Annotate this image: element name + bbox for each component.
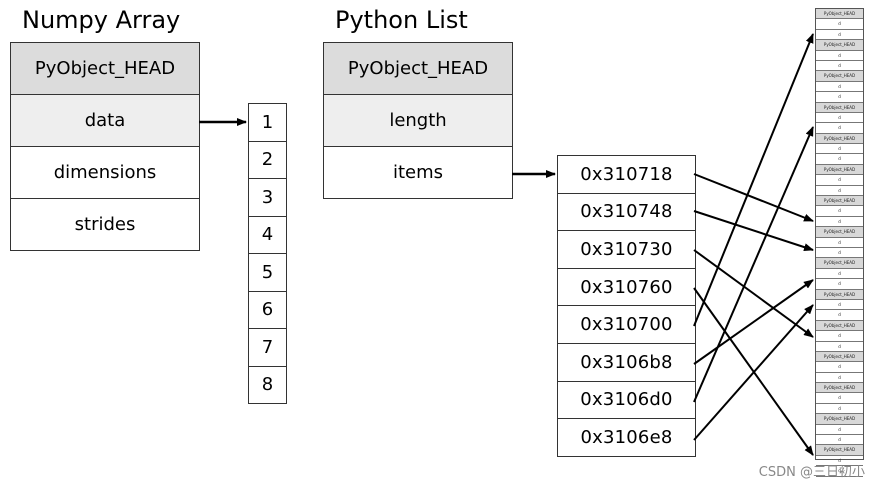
object-value-cell: d — [816, 342, 863, 352]
object-value-cell: d — [816, 466, 863, 477]
object-value-cell: d — [816, 30, 863, 41]
buffer-cell: 3 — [249, 178, 286, 216]
object-value-cell: d — [816, 175, 863, 186]
object-value-cell: d — [816, 300, 863, 311]
data-buffer: 1 2 3 4 5 6 7 8 — [248, 103, 287, 404]
pointer-cell: 0x310760 — [558, 267, 695, 306]
object-value-cell: d — [816, 206, 863, 217]
buffer-cell: 1 — [261, 111, 274, 133]
object-value-cell: d — [816, 373, 863, 384]
object-head-cell: PyObject_HEAD — [816, 133, 863, 145]
pointer-cell: 0x3106b8 — [558, 342, 695, 381]
object-head-cell: PyObject_HEAD — [816, 71, 863, 82]
object-pointer-arrow — [693, 279, 814, 365]
object-value-cell: d — [816, 248, 863, 259]
numpy-pyobject-head: PyObject_HEAD — [11, 43, 199, 94]
object-value-cell: d — [816, 279, 863, 290]
object-value-cell: d — [816, 331, 863, 342]
object-pointer-arrow — [693, 126, 814, 403]
object-value-cell: d — [816, 186, 863, 197]
object-head-cell: PyObject_HEAD — [816, 196, 863, 207]
object-head-cell: PyObject_HEAD — [816, 227, 863, 238]
pointer-cell: 0x3106d0 — [558, 380, 695, 419]
numpy-array-struct: PyObject_HEAD data dimensions strides — [10, 42, 200, 251]
numpy-array-title: Numpy Array — [22, 6, 181, 34]
object-head-cell: PyObject_HEAD — [816, 320, 863, 332]
object-value-cell: d — [816, 19, 863, 30]
object-head-cell: PyObject_HEAD — [816, 351, 863, 363]
object-value-cell: d — [816, 435, 863, 446]
object-value-cell: d — [816, 425, 863, 436]
pointer-cell: 0x310718 — [580, 163, 673, 185]
object-head-cell: PyObject_HEAD — [816, 40, 863, 51]
watermark: CSDN @三日初小 — [758, 465, 865, 480]
object-value-cell: d — [816, 217, 863, 228]
object-head-cell: PyObject_HEAD — [816, 258, 863, 269]
pointer-cell: 0x3106e8 — [558, 418, 695, 456]
list-items-field: items — [324, 146, 512, 198]
numpy-data-field: data — [11, 94, 199, 146]
object-value-cell: d — [816, 144, 863, 155]
object-head-cell: PyObject_HEAD — [816, 164, 863, 176]
object-head-cell: PyObject_HEAD — [816, 289, 863, 300]
numpy-strides-field: strides — [11, 198, 199, 250]
object-head-cell: PyObject_HEAD — [816, 414, 863, 425]
buffer-cell: 8 — [249, 365, 286, 404]
pointer-cell: 0x310730 — [558, 230, 695, 268]
object-value-cell: d — [816, 123, 863, 134]
object-value-cell: d — [816, 393, 863, 404]
object-value-cell: d — [816, 456, 863, 467]
object-head-cell: PyObject_HEAD — [816, 383, 863, 394]
buffer-cell: 5 — [249, 253, 286, 291]
object-value-cell: d — [816, 404, 863, 415]
pointer-cell: 0x310700 — [558, 305, 695, 343]
object-value-cell: d — [816, 82, 863, 93]
buffer-cell: 4 — [249, 215, 286, 254]
list-length-field: length — [324, 94, 512, 146]
object-value-cell: d — [816, 92, 863, 103]
buffer-cell: 2 — [249, 140, 286, 179]
buffer-cell: 6 — [249, 290, 286, 329]
buffer-cell: 7 — [249, 328, 286, 366]
object-value-cell: d — [816, 310, 863, 321]
object-pointer-arrow — [693, 33, 814, 327]
object-head-cell: PyObject_HEAD — [816, 102, 863, 113]
object-head-cell: PyObject_HEAD — [816, 445, 863, 456]
object-value-cell: d — [816, 61, 863, 72]
object-value-cell: d — [816, 269, 863, 280]
object-pointer-arrow — [693, 173, 814, 222]
object-value-cell: d — [816, 238, 863, 248]
object-value-cell: d — [816, 51, 863, 61]
object-pointer-arrow — [693, 249, 814, 338]
object-value-cell: d — [816, 113, 863, 124]
python-list-struct: PyObject_HEAD length items — [323, 42, 513, 199]
python-list-title: Python List — [335, 6, 468, 34]
object-head-cell: PyObject_HEAD — [816, 9, 863, 20]
object-value-cell: d — [816, 362, 863, 373]
pointer-array: 0x310718 0x310748 0x310730 0x310760 0x31… — [557, 155, 696, 457]
object-pointer-arrow — [693, 304, 814, 441]
object-value-cell: d — [816, 154, 863, 165]
list-pyobject-head: PyObject_HEAD — [324, 43, 512, 94]
object-pointer-arrow — [693, 210, 814, 251]
pointer-cell: 0x310748 — [558, 192, 695, 231]
numpy-dimensions-field: dimensions — [11, 146, 199, 198]
